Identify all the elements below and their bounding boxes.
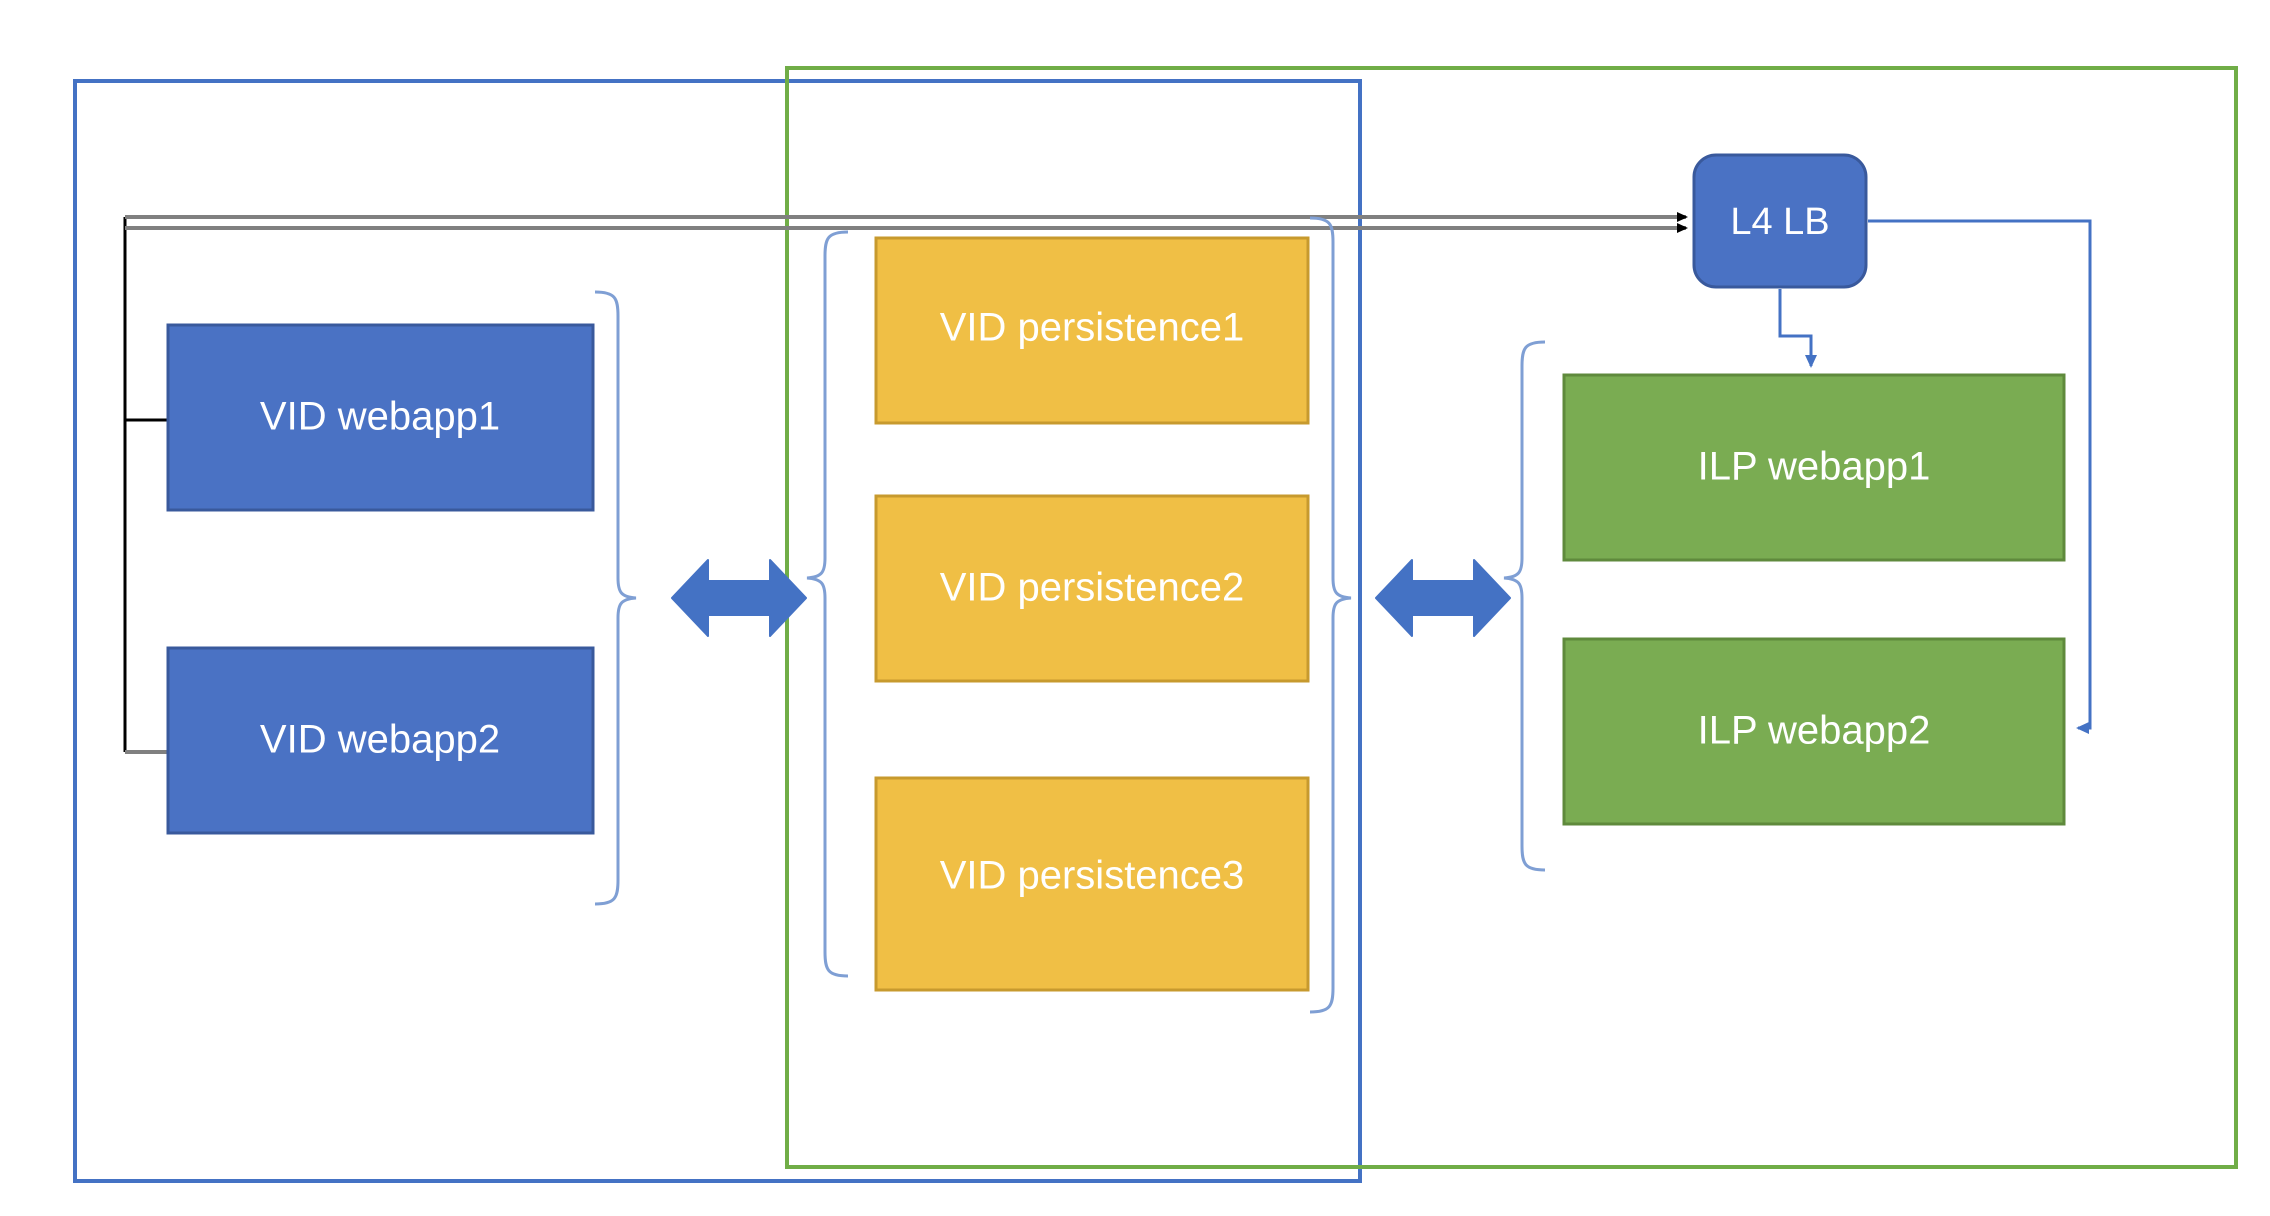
node-vid-webapp1[interactable]: VID webapp1 bbox=[166, 323, 595, 512]
persistence-ilp-exchange bbox=[1375, 559, 1511, 637]
lb-to-ilp-webapp1-arrow bbox=[1778, 289, 1817, 368]
vid-webapp2-box[interactable] bbox=[166, 646, 595, 835]
node-vid-persistence2[interactable]: VID persistence2 bbox=[874, 494, 1310, 683]
ilp-webapp2-box[interactable] bbox=[1562, 637, 2066, 826]
node-ilp-webapp2[interactable]: ILP webapp2 bbox=[1562, 637, 2066, 826]
vid-persistence-brace-left bbox=[806, 230, 849, 978]
webapp-persistence-exchange bbox=[671, 559, 807, 637]
vid-persistence1-box[interactable] bbox=[874, 236, 1310, 425]
vid-webapp1-box[interactable] bbox=[166, 323, 595, 512]
node-l4-lb[interactable]: L4 LB bbox=[1692, 153, 1868, 289]
container-vid-zone bbox=[73, 79, 1362, 1183]
vid-webapp-brace-right bbox=[594, 290, 637, 906]
ilp-webapp-brace-left bbox=[1503, 340, 1546, 872]
node-vid-persistence3[interactable]: VID persistence3 bbox=[874, 776, 1310, 992]
ilp-webapp1-box[interactable] bbox=[1562, 373, 2066, 562]
vid-persistence3-box[interactable] bbox=[874, 776, 1310, 992]
node-ilp-webapp1[interactable]: ILP webapp1 bbox=[1562, 373, 2066, 562]
lb-to-ilp-webapp2-arrow bbox=[1868, 219, 2092, 734]
vid-persistence-brace-right bbox=[1309, 216, 1352, 1014]
l4-lb-box[interactable] bbox=[1692, 153, 1868, 289]
node-vid-persistence1[interactable]: VID persistence1 bbox=[874, 236, 1310, 425]
vid-persistence2-box[interactable] bbox=[874, 494, 1310, 683]
node-vid-webapp2[interactable]: VID webapp2 bbox=[166, 646, 595, 835]
